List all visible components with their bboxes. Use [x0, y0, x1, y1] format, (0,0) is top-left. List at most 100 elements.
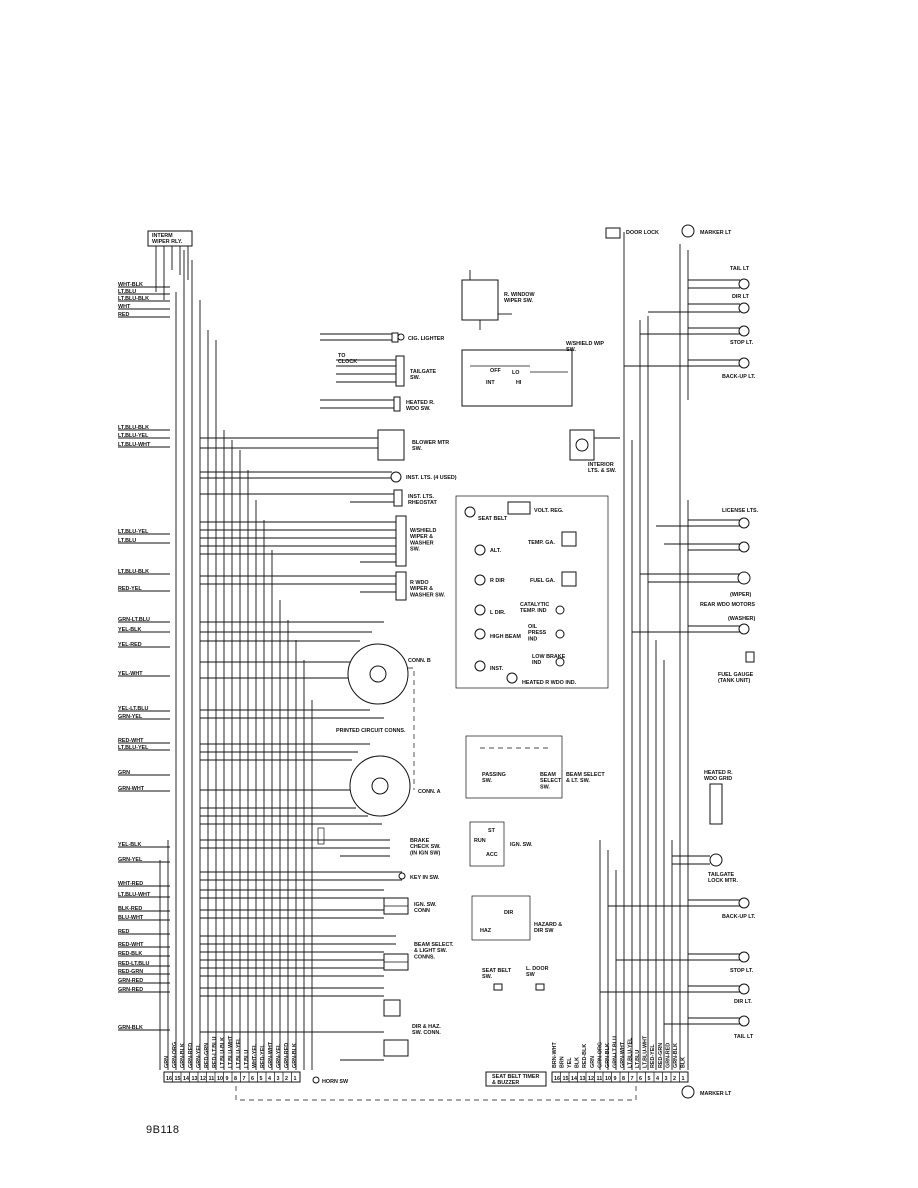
connector-pin: 13	[580, 1076, 586, 1082]
sw-int-label: INT	[486, 380, 495, 386]
left-wire-label: LT.BLU-BLK	[118, 425, 149, 431]
connector-pin: 12	[200, 1076, 206, 1082]
connector-pin: 7	[631, 1076, 634, 1082]
inst-lts-rheostat-label: INST. LTS.RHEOSTAT	[408, 494, 438, 506]
connector-wire-label: GRN-BLK	[292, 1043, 298, 1068]
connector-wire-label: GRN-LT.BLU	[612, 1036, 618, 1068]
connector-wire-label: BRN-WHT	[552, 1042, 558, 1068]
tail-lt-top-label: TAIL LT	[730, 266, 750, 272]
alt-label: ALT.	[490, 548, 501, 554]
sw-off-label: OFF	[490, 368, 501, 374]
left-wire-label: WHT-BLK	[118, 282, 143, 288]
left-vertical-trunk	[159, 250, 313, 1070]
left-label-wires: WHT-BLKLT.BLULT.BLU-BLKWHTREDLT.BLU-BLKL…	[118, 282, 170, 1031]
instrument-cluster: VOLT. REG. SEAT BELT ALT. TEMP. GA. R DI…	[455, 495, 609, 689]
seat-belt-label: SEAT BELT	[478, 516, 508, 522]
connector-pin: 15	[175, 1076, 181, 1082]
key-in-sw-label: KEY IN SW.	[410, 875, 440, 881]
hazard-switch: DIR HAZ HAZARD &DIR SW	[471, 895, 562, 941]
ign-sw-label: IGN. SW.	[510, 842, 533, 848]
connector-wire-label: GRN-ORG	[597, 1042, 603, 1068]
left-wire-label: GRN-WHT	[118, 786, 145, 792]
left-wire-label: GRN-YEL	[118, 714, 143, 720]
tail-lt-bottom-label: TAIL LT	[734, 1034, 754, 1040]
connector-wire-label: GRN-RED	[284, 1043, 290, 1068]
left-wire-label: LT.BLU-WHT	[118, 892, 151, 898]
beam-select-lt-sw-label: BEAM SELECT& LT. SW.	[566, 772, 605, 784]
ign-run-label: RUN	[474, 838, 486, 844]
washer-label: (WASHER)	[728, 616, 755, 622]
left-wire-label: LT.BLU-WHT	[118, 442, 151, 448]
sw-lo-label: LO	[512, 370, 520, 376]
left-wire-label: GRN-LT.BLU	[118, 617, 150, 623]
temp-ga-label: TEMP. GA.	[528, 540, 555, 546]
connector-pin: 7	[243, 1076, 246, 1082]
hazard-dir-sw-label: HAZARD &DIR SW	[534, 922, 562, 934]
left-wire-label: RED-BLK	[118, 951, 142, 957]
stop-lt-bottom-label: STOP LT.	[730, 968, 754, 974]
connector-pin: 5	[648, 1076, 651, 1082]
connector-wire-label: GRN-RED	[665, 1043, 671, 1068]
back-up-lt-bottom-label: BACK-UP LT.	[722, 914, 756, 920]
ign-sw-conn-label: IGN. SW.CONN	[414, 902, 437, 914]
marker-lt-bottom-label: MARKER LT	[700, 1091, 732, 1097]
connector-wire-label: RED-YEL	[650, 1044, 656, 1068]
heated-r-wdo-ind-label: HEATED R WDO IND.	[522, 680, 577, 686]
connector-pin: 14	[571, 1076, 577, 1082]
connector-wire-label: LT.BLU	[635, 1050, 641, 1068]
high-beam-label: HIGH BEAM	[490, 634, 521, 640]
connector-pin: 5	[260, 1076, 263, 1082]
connector-pin: 1	[682, 1076, 685, 1082]
connector-pin: 11	[209, 1076, 215, 1082]
sw-hi-label: HI	[516, 380, 522, 386]
connector-wire-label: GRN-YEL	[276, 1043, 282, 1068]
left-wire-label: RED	[118, 929, 129, 935]
ign-acc-label: ACC	[486, 852, 498, 858]
connector-wire-label: BLK	[680, 1057, 686, 1068]
connector-wire-label: GRN	[590, 1056, 596, 1068]
l-dir-label: L DIR.	[490, 610, 506, 616]
heated-r-wdo-sw-label: HEATED R.WDO SW.	[406, 400, 435, 412]
connector-wire-label: GRN-BLK	[605, 1043, 611, 1068]
connector-wire-label: RED-GRN	[204, 1043, 210, 1068]
back-up-lt-top-label: BACK-UP LT.	[722, 374, 756, 380]
left-wire-label: LT.BLU	[118, 538, 136, 544]
left-wire-label: LT.BLU-BLK	[118, 569, 149, 575]
left-wire-label: LT.BLU-BLK	[118, 296, 149, 302]
left-wire-label: YEL-BLK	[118, 627, 141, 633]
left-wire-label: GRN-YEL	[118, 857, 143, 863]
connector-wire-label: LT.BLU-YEL	[236, 1037, 242, 1068]
connector-pin: 11	[597, 1076, 603, 1082]
dir-lt-top-label: DIR LT	[732, 294, 750, 300]
left-wire-label: LT.BLU-YEL	[118, 433, 149, 439]
left-wire-label: YEL-RED	[118, 642, 142, 648]
left-wire-label: LT.BLU-YEL	[118, 529, 149, 535]
connector-pin: 6	[251, 1076, 254, 1082]
horn-sw-label: HORN SW	[322, 1079, 349, 1085]
connector-wire-label: GRN-WHT	[620, 1041, 626, 1068]
left-wire-label: YEL-BLK	[118, 842, 141, 848]
connector-pin: 4	[656, 1076, 659, 1082]
left-wire-label: GRN-RED	[118, 987, 143, 993]
seat-belt-timer-label: SEAT BELT TIMER& BUZZER	[492, 1074, 540, 1086]
